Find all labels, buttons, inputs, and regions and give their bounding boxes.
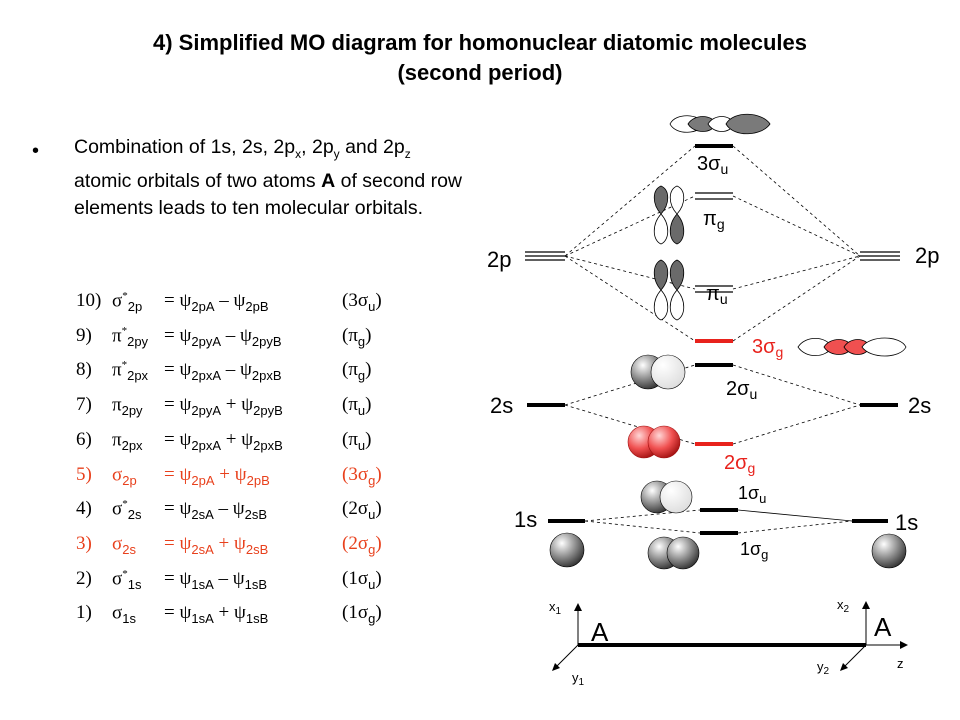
- equation-combination: = ψ2sA + ψ2sB: [164, 532, 269, 557]
- equation-symmetry: (πu): [342, 394, 372, 418]
- axis-z-label: z: [897, 656, 904, 671]
- axis-x2-label: x2: [837, 597, 850, 615]
- intro-sub: x: [295, 146, 302, 161]
- equation-number: 9): [76, 324, 92, 346]
- equation-number: 5): [76, 463, 92, 485]
- mo-pi-g-levels: [695, 192, 733, 200]
- orbital-1sigma-u-picture: [640, 480, 693, 514]
- label-2p-left: 2p: [487, 247, 511, 272]
- atom-a-right-label: A: [874, 612, 892, 642]
- intro-sub: z: [404, 146, 411, 161]
- equation-combination: = ψ2pxA – ψ2pxB: [164, 359, 282, 384]
- label-3sigma-u: 3σu: [697, 153, 728, 177]
- orbital-pi-u-picture: [653, 259, 685, 321]
- equation-combination: = ψ2sA – ψ2sB: [164, 498, 268, 522]
- equation-symmetry: (2σg): [342, 532, 382, 557]
- equation-orbital: π*2px: [112, 359, 149, 384]
- label-2s-left: 2s: [490, 393, 513, 418]
- intro-sub: y: [333, 146, 340, 161]
- label-2sigma-u: 2σu: [726, 378, 757, 402]
- equation-orbital: π2px: [112, 429, 143, 453]
- atomic-2p-left-level: [525, 251, 565, 261]
- equation-symmetry: (πg): [342, 359, 372, 384]
- orbital-pi-g-picture: [653, 185, 685, 245]
- equation-combination: = ψ2pA – ψ2pB: [164, 290, 269, 314]
- label-1sigma-g: 1σg: [740, 539, 768, 562]
- intro-text: of second row elements leads to ten mole…: [74, 169, 463, 219]
- intro-text: atomic orbitals of two atoms: [74, 169, 322, 192]
- equation-combination: = ψ1sA – ψ1sB: [164, 567, 268, 592]
- equation-combination: = ψ2pyA + ψ2pyB: [164, 394, 283, 418]
- equation-combination: = ψ2pxA + ψ2pxB: [164, 428, 283, 453]
- equation-number: 3): [76, 532, 92, 554]
- intro-paragraph: Combination of 1s, 2s, 2px, 2py and 2pz …: [74, 134, 466, 222]
- orbital-3sigma-g-picture: [797, 337, 907, 357]
- equation-orbital: π*2py: [112, 324, 149, 349]
- label-3sigma-g: 3σg: [752, 336, 783, 360]
- equation-combination: = ψ2pA + ψ2pB: [164, 463, 270, 488]
- equation-number: 6): [76, 428, 92, 450]
- equation-symmetry: (3σg): [342, 463, 382, 488]
- intro-atom: A: [321, 169, 336, 192]
- label-1s-right: 1s: [895, 510, 918, 535]
- equation-symmetry: (πg): [342, 324, 372, 349]
- equation-symmetry: (1σu): [342, 567, 382, 592]
- equation-number: 2): [76, 567, 92, 589]
- intro-text: Combination of 1s, 2s, 2p: [74, 136, 296, 158]
- label-2p-right: 2p: [915, 243, 939, 268]
- label-1sigma-u: 1σu: [738, 483, 766, 506]
- axis-x1-label: x1: [549, 599, 562, 617]
- axis-y1-label: y1: [572, 670, 585, 688]
- orbital-1sigma-g-picture: [647, 536, 700, 570]
- bullet-dot: •: [32, 140, 40, 162]
- orbital-3sigma-u-picture: [669, 113, 771, 135]
- intro-text: and 2p: [339, 136, 405, 158]
- atomic-1s-left-sphere: [549, 532, 585, 568]
- equation-number: 8): [76, 359, 92, 381]
- equation-combination: = ψ2pyA – ψ2pyB: [164, 324, 282, 349]
- title-line-1: 4) Simplified MO diagram for homonuclear…: [152, 30, 808, 55]
- label-1s-left: 1s: [514, 507, 537, 532]
- orbital-2sigma-g-picture: [627, 425, 681, 459]
- equation-symmetry: (πu): [342, 428, 372, 453]
- equation-number: 1): [76, 602, 92, 624]
- equation-orbital: σ*1s: [112, 567, 142, 592]
- intro-text: , 2p: [301, 136, 334, 158]
- mo-energy-diagram: 2p 2p 2s 2s 1s 1s 3σu πg πu 3σg 2σu 2σg …: [487, 113, 939, 688]
- label-pi-u: πu: [706, 283, 728, 307]
- equation-number: 10): [76, 290, 102, 311]
- equation-orbital: σ2s: [112, 533, 136, 558]
- equation-symmetry: (1σg): [342, 602, 382, 627]
- atomic-1s-right-sphere: [871, 533, 907, 569]
- axis-y2-label: y2: [817, 659, 830, 677]
- label-pi-g: πg: [703, 208, 725, 232]
- axis-arrowheads: [552, 601, 908, 671]
- mo-pi-u-levels: [695, 285, 733, 293]
- equation-symmetry: (2σu): [342, 498, 382, 522]
- equation-orbital: σ1s: [112, 602, 136, 627]
- title-line-2: (second period): [397, 60, 563, 85]
- equation-orbital: σ2p: [112, 463, 137, 488]
- equation-orbital: σ*2p: [112, 290, 143, 315]
- equation-number: 7): [76, 394, 92, 416]
- equation-number: 4): [76, 498, 92, 520]
- equation-combination: = ψ1sA + ψ1sB: [164, 602, 269, 627]
- equation-orbital: π2py: [112, 394, 143, 419]
- page-title: 4) Simplified MO diagram for homonuclear…: [0, 28, 960, 88]
- orbital-2sigma-u-picture: [630, 354, 686, 390]
- atomic-2p-right-level: [860, 251, 900, 261]
- equation-symmetry: (3σu): [342, 290, 382, 314]
- label-2sigma-g: 2σg: [724, 452, 755, 476]
- label-2s-right: 2s: [908, 393, 931, 418]
- equation-orbital: σ*2s: [112, 498, 142, 523]
- atom-a-left-label: A: [591, 617, 609, 647]
- coordinate-axes: [554, 605, 904, 669]
